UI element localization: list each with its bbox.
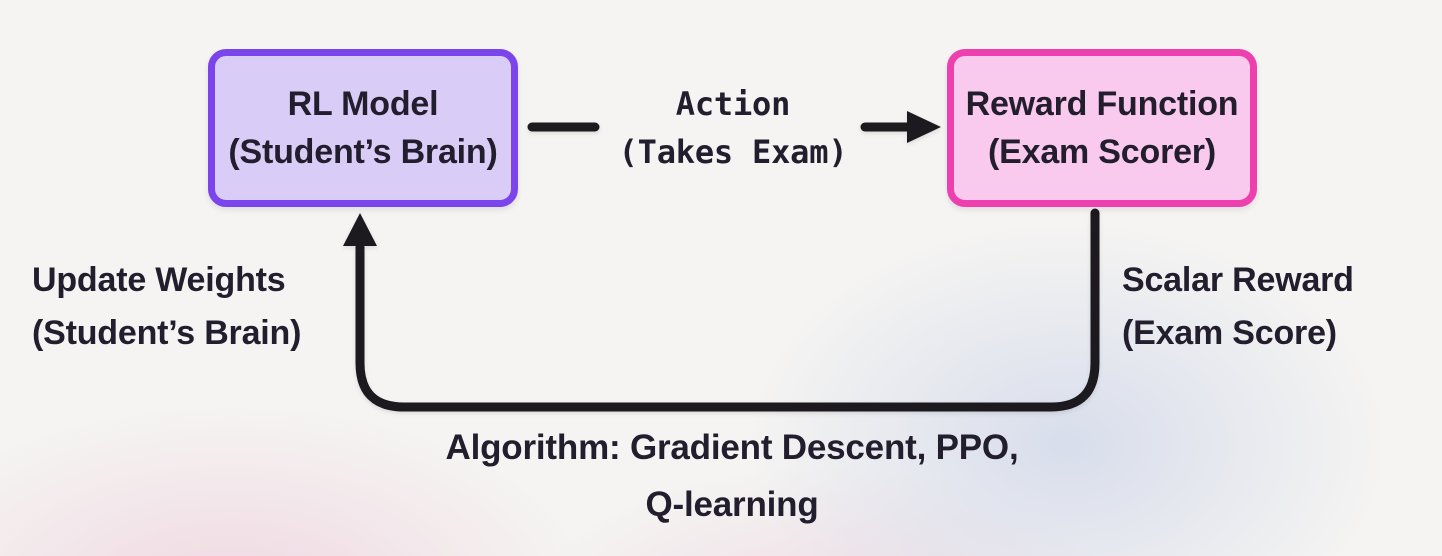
feedback-loop-arrowhead-icon	[343, 213, 377, 246]
edge-label-update-weights: Update Weights (Student’s Brain)	[32, 254, 301, 360]
edge-label-action-main: Action	[675, 85, 791, 123]
edge-label-algorithm-line2: Q-learning	[645, 485, 819, 524]
edge-label-action: Action (Takes Exam)	[583, 80, 883, 176]
edge-label-algorithm: Algorithm: Gradient Descent, PPO, Q-lear…	[382, 419, 1082, 533]
node-reward-function-title: Reward Function	[965, 85, 1239, 123]
edge-label-scalar-reward-main: Scalar Reward	[1122, 261, 1354, 299]
node-rl-model: RL Model (Student’s Brain)	[208, 49, 518, 207]
edge-label-action-sub: (Takes Exam)	[618, 133, 848, 171]
node-rl-model-subtitle: (Student’s Brain)	[228, 133, 498, 171]
feedback-loop-path	[355, 208, 1100, 412]
edge-label-scalar-reward: Scalar Reward (Exam Score)	[1122, 254, 1354, 360]
edge-label-scalar-reward-sub: (Exam Score)	[1122, 314, 1337, 352]
edge-label-update-weights-sub: (Student’s Brain)	[32, 314, 302, 352]
node-reward-function-subtitle: (Exam Scorer)	[988, 133, 1216, 171]
edge-label-algorithm-line1: Algorithm: Gradient Descent, PPO,	[445, 428, 1019, 467]
node-rl-model-title: RL Model	[287, 85, 439, 123]
node-reward-function: Reward Function (Exam Scorer)	[947, 49, 1257, 207]
action-arrowhead-icon	[907, 111, 941, 143]
edge-label-update-weights-main: Update Weights	[32, 261, 286, 299]
